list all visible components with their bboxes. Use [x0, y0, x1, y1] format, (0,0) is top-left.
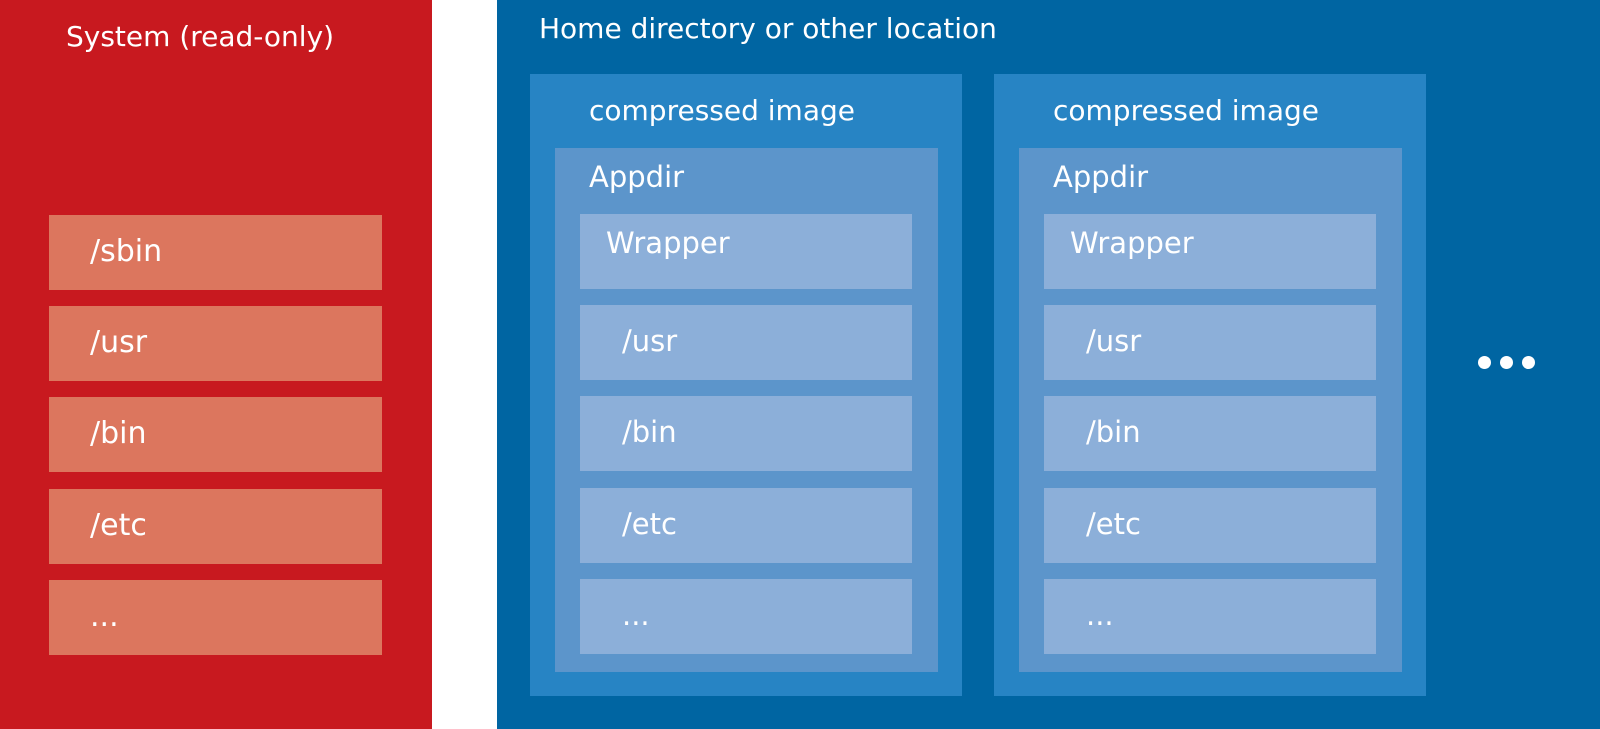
system-bin-box: /bin — [49, 397, 382, 472]
wrapper-box: Wrapper — [1044, 214, 1376, 289]
appdir-usr-label: /usr — [622, 324, 678, 358]
appdir-title: Appdir — [1053, 160, 1149, 194]
compressed-image-title: compressed image — [589, 94, 855, 127]
system-bin-label: /bin — [90, 416, 147, 451]
appdir-etc-box: /etc — [580, 488, 912, 563]
compressed-image-box: compressed image Appdir Wrapper /usr /bi… — [530, 74, 962, 696]
compressed-image-box: compressed image Appdir Wrapper /usr /bi… — [994, 74, 1426, 696]
system-panel: System (read-only) /sbin /usr /bin /etc … — [0, 0, 432, 729]
appdir-more-box: ... — [580, 579, 912, 654]
appdir-bin-label: /bin — [622, 415, 677, 449]
system-usr-box: /usr — [49, 306, 382, 381]
system-etc-box: /etc — [49, 489, 382, 564]
wrapper-box: Wrapper — [580, 214, 912, 289]
wrapper-label: Wrapper — [606, 226, 730, 260]
system-sbin-label: /sbin — [90, 234, 163, 269]
appdir-more-box: ... — [1044, 579, 1376, 654]
appdir-usr-box: /usr — [1044, 305, 1376, 380]
appdir-bin-box: /bin — [580, 396, 912, 471]
ellipsis-dot — [1478, 356, 1491, 369]
ellipsis-dot — [1522, 356, 1535, 369]
ellipsis-dot — [1500, 356, 1513, 369]
wrapper-label: Wrapper — [1070, 226, 1194, 260]
appdir-etc-label: /etc — [622, 507, 677, 541]
appdir-usr-label: /usr — [1086, 324, 1142, 358]
appdir-title: Appdir — [589, 160, 685, 194]
system-etc-label: /etc — [90, 508, 147, 543]
appdir-more-label: ... — [622, 598, 650, 632]
appdir-more-label: ... — [1086, 598, 1114, 632]
appdir-bin-label: /bin — [1086, 415, 1141, 449]
system-more-label: ... — [90, 599, 119, 634]
home-title: Home directory or other location — [539, 12, 997, 45]
appdir-usr-box: /usr — [580, 305, 912, 380]
appdir-bin-box: /bin — [1044, 396, 1376, 471]
home-panel: Home directory or other location compres… — [497, 0, 1600, 729]
ellipsis-icon — [1478, 356, 1536, 370]
system-more-box: ... — [49, 580, 382, 655]
system-usr-label: /usr — [90, 325, 148, 360]
compressed-image-title: compressed image — [1053, 94, 1319, 127]
appdir-etc-box: /etc — [1044, 488, 1376, 563]
appdir-box: Appdir Wrapper /usr /bin /etc ... — [555, 148, 938, 672]
system-title: System (read-only) — [66, 20, 335, 53]
appdir-box: Appdir Wrapper /usr /bin /etc ... — [1019, 148, 1402, 672]
appdir-etc-label: /etc — [1086, 507, 1141, 541]
system-sbin-box: /sbin — [49, 215, 382, 290]
